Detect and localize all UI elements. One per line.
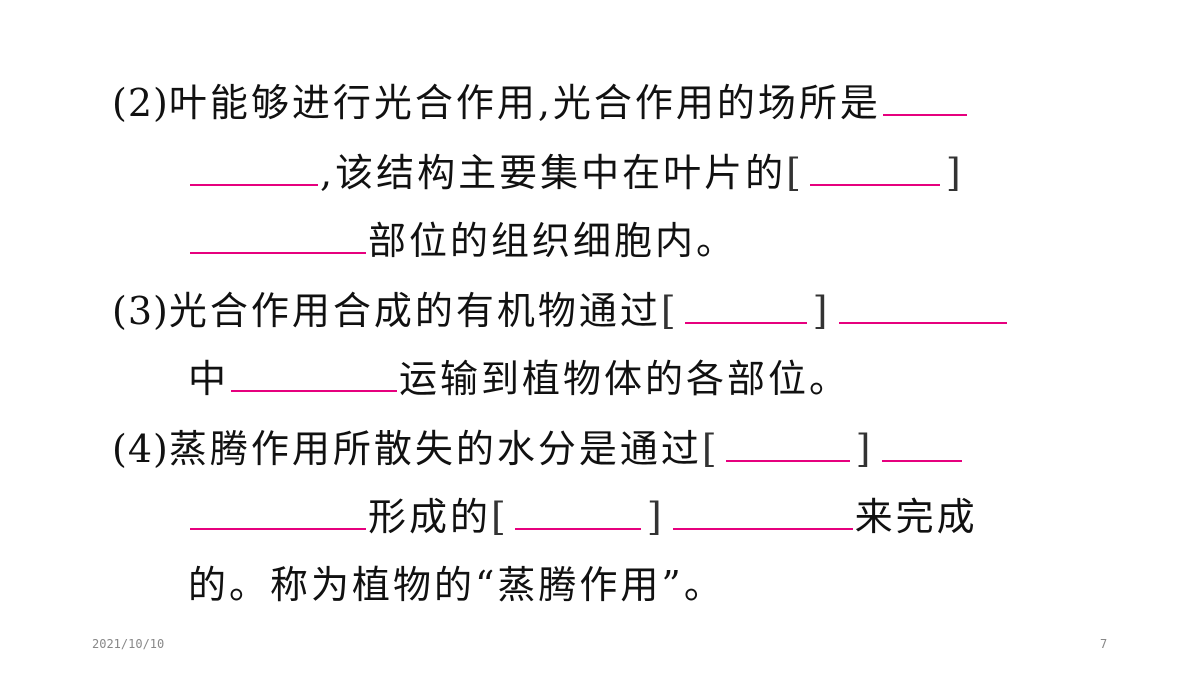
- q3-line-1: (3)光合作用合成的有机物通过[]: [112, 286, 1009, 336]
- q2-bracket-close: ]: [945, 151, 964, 195]
- q4-text-2: 形成的: [368, 495, 492, 539]
- q3-text-2: 运输到植物体的各部位。: [399, 357, 851, 401]
- q4-bracket-close-2: ]: [646, 495, 665, 539]
- q3-line-2: 中 运输到植物体的各部位。: [188, 354, 850, 404]
- q4-blank-2[interactable]: [881, 458, 962, 462]
- q4-text-3: 的。称为植物的“蒸腾作用”。: [188, 563, 725, 607]
- q3-number: (3): [112, 289, 169, 333]
- q2-blank-4[interactable]: [190, 250, 366, 254]
- q2-line-1: (2)叶能够进行光合作用,光合作用的场所是: [112, 78, 969, 128]
- q3-blank-2[interactable]: [838, 320, 1007, 324]
- q2-text-3: 部位的组织细胞内。: [368, 219, 738, 263]
- q2-blank-3[interactable]: [809, 182, 940, 186]
- q3-prefix: 中: [188, 357, 230, 401]
- q4-bracket-open: [: [701, 427, 720, 471]
- q3-bracket-close: ]: [812, 289, 831, 333]
- q3-blank-1[interactable]: [684, 320, 807, 324]
- q2-line-2: ,该结构主要集中在叶片的[]: [188, 148, 964, 198]
- q4-blank-4[interactable]: [514, 526, 641, 530]
- q4-line-2: 形成的[] 来完成: [188, 492, 978, 542]
- q2-blank-1[interactable]: [882, 112, 967, 116]
- q4-bracket-close: ]: [855, 427, 874, 471]
- q2-text-2: ,该结构主要集中在叶片的: [320, 151, 787, 195]
- q3-bracket-open: [: [660, 289, 679, 333]
- footer-page-number: 7: [1100, 637, 1108, 651]
- footer-date: 2021/10/10: [92, 637, 165, 651]
- q4-line-1: (4)蒸腾作用所散失的水分是通过[]: [112, 424, 964, 474]
- q3-blank-3[interactable]: [231, 388, 398, 392]
- q2-number: (2): [112, 81, 169, 125]
- q2-text-1: 叶能够进行光合作用,光合作用的场所是: [168, 81, 881, 125]
- q4-bracket-open-2: [: [491, 495, 509, 539]
- q4-blank-1[interactable]: [725, 458, 850, 462]
- q4-line-3: 的。称为植物的“蒸腾作用”。: [188, 560, 725, 610]
- q2-blank-2[interactable]: [190, 182, 318, 186]
- q3-text-1: 光合作用合成的有机物通过: [168, 289, 661, 333]
- q2-line-3: 部位的组织细胞内。: [188, 216, 737, 266]
- q4-text-1: 蒸腾作用所散失的水分是通过: [168, 427, 702, 471]
- q2-bracket-open: [: [786, 151, 804, 195]
- q4-suffix: 来完成: [854, 495, 978, 539]
- q4-number: (4): [112, 427, 169, 471]
- q4-blank-3[interactable]: [190, 526, 366, 530]
- q4-blank-5[interactable]: [672, 526, 853, 530]
